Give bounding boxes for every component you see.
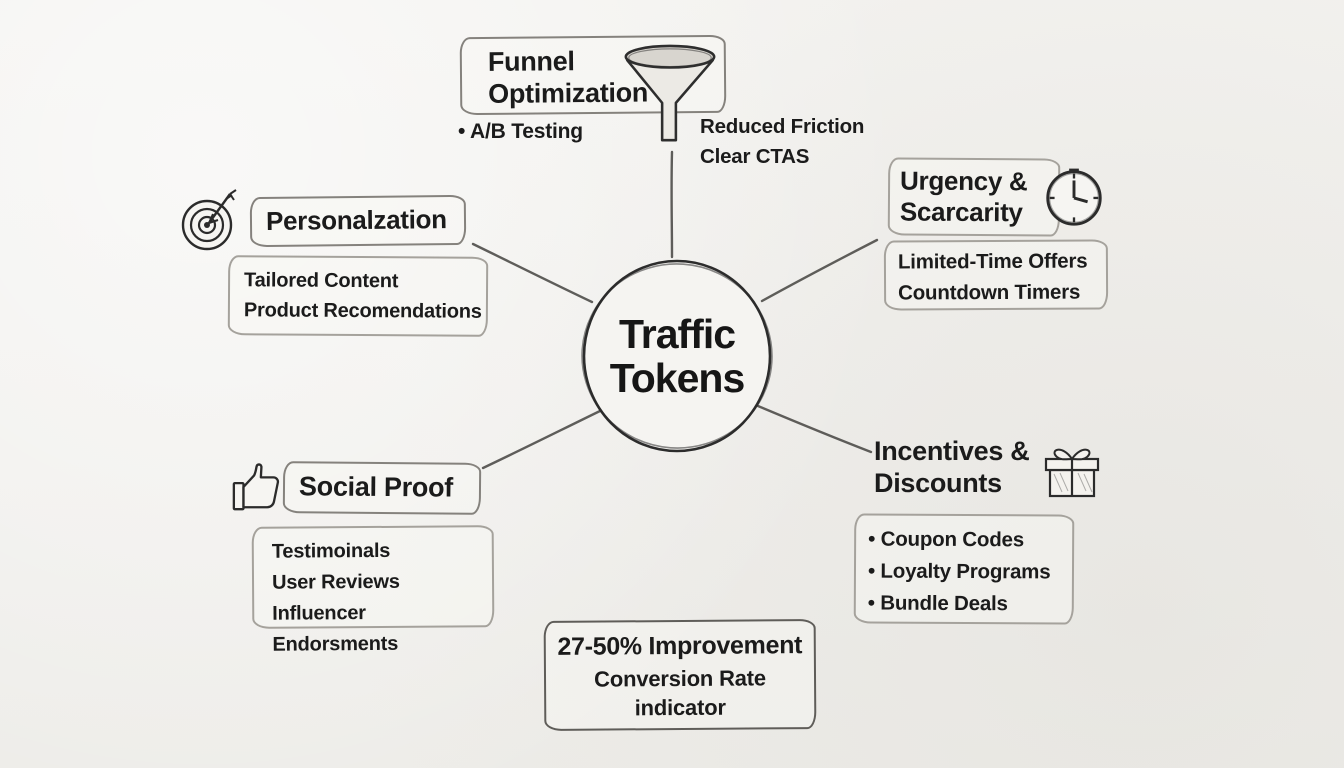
urgency-title-box: Urgency & Scarcarity: [887, 157, 1061, 237]
thumbs-up-icon: [232, 463, 280, 511]
personalization-title-box: Personalzation: [249, 194, 467, 248]
result-headline: 27-50% Improvement: [557, 631, 803, 661]
urgency-notes: Limited-Time Offers Countdown Timers: [897, 249, 1088, 305]
incentives-notes-box: • Coupon Codes • Loyalty Programs • Bund…: [853, 513, 1075, 625]
result-box: 27-50% Improvement Conversion Rate indic…: [543, 619, 817, 731]
connector-urgency: [760, 238, 879, 303]
social-title-box: Social Proof: [282, 461, 482, 515]
urgency-notes-box: Limited-Time Offers Countdown Timers: [883, 239, 1109, 311]
social-notes: Testimoinals User Reviews Influencer End…: [271, 539, 400, 656]
personalization-notes: Tailored Content Product Recomendations: [243, 269, 482, 323]
personalization-title: Personalzation: [265, 204, 447, 236]
center-node: Traffic Tokens: [578, 256, 776, 456]
social-notes-box: Testimoinals User Reviews Influencer End…: [251, 525, 495, 656]
funnel-icon: [624, 44, 716, 142]
incentives-title: Incentives & Discounts: [874, 436, 1030, 498]
center-title: Traffic Tokens: [609, 310, 746, 401]
funnel-bullet: • A/B Testing: [458, 120, 583, 143]
result-subtext: Conversion Rate indicator: [594, 664, 767, 721]
funnel-notes: Reduced Friction Clear CTAS: [700, 115, 865, 168]
social-title: Social Proof: [298, 471, 454, 503]
personalization-notes-box: Tailored Content Product Recomendations: [227, 255, 489, 337]
incentives-notes: • Coupon Codes • Loyalty Programs • Bund…: [867, 527, 1051, 615]
center-circle: [581, 259, 773, 453]
gift-icon: [1044, 448, 1100, 498]
connector-personalization: [471, 242, 594, 304]
urgency-title: Urgency & Scarcarity: [899, 165, 1028, 228]
clock-icon: [1046, 168, 1102, 226]
target-icon: [181, 189, 237, 251]
